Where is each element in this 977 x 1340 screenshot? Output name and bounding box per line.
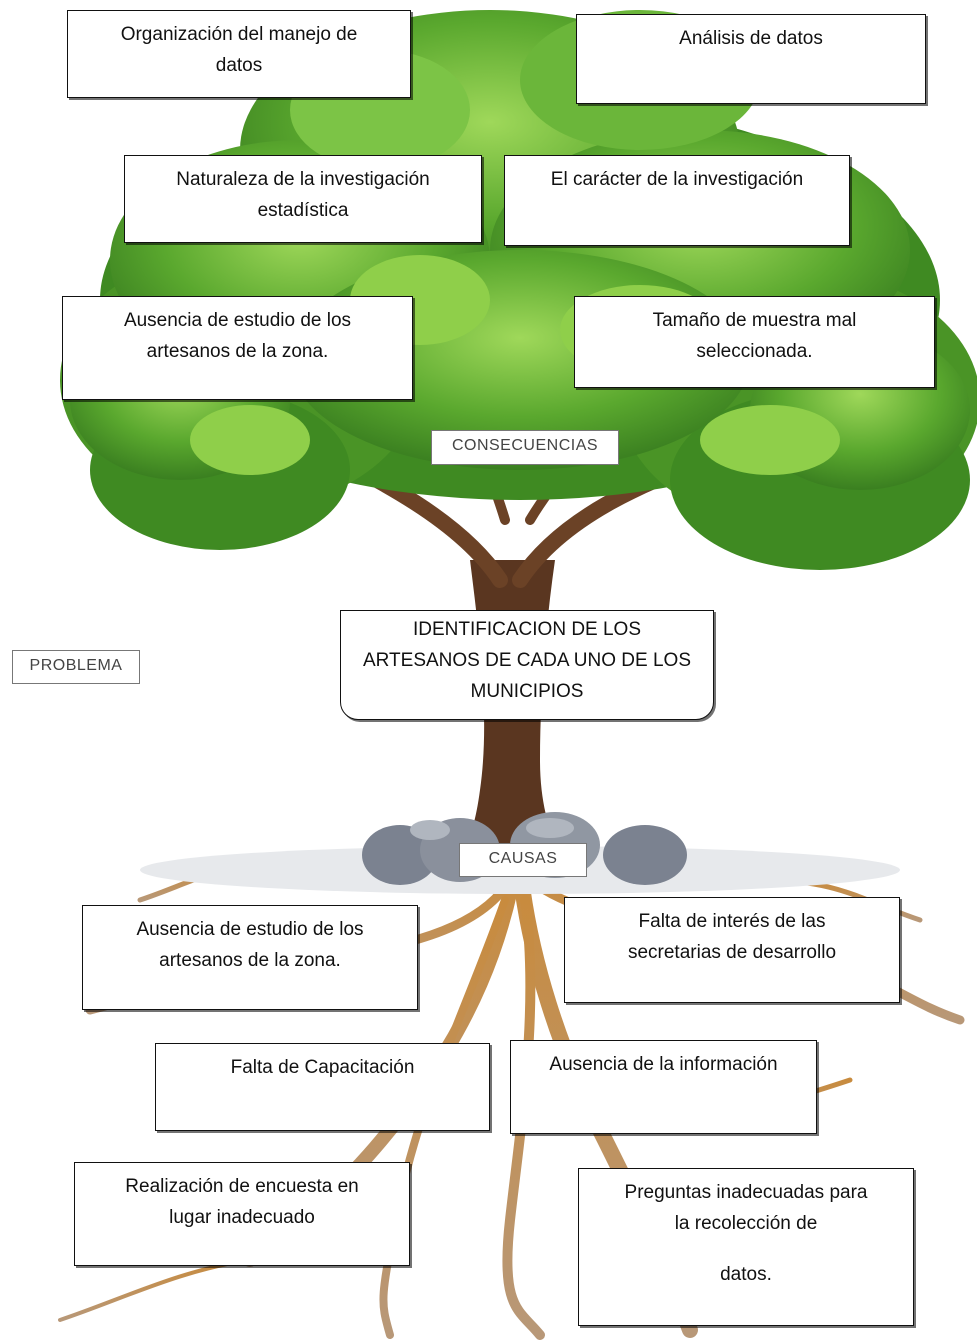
consequence-3-line-1: Naturaleza de la investigación [176, 169, 430, 190]
cause-6-line-2: la recolección de [674, 1213, 818, 1234]
cause-1-line-1: Ausencia de estudio de los [136, 919, 364, 940]
cause-2-line-1: Falta de interés de las [638, 911, 826, 932]
cause-5-line-1: Realización de encuesta en [125, 1176, 359, 1197]
consequence-box-5: Ausencia de estudio de los artesanos de … [62, 296, 413, 400]
problem-label: PROBLEMA [12, 650, 140, 684]
consequence-box-4: El carácter de la investigación [504, 155, 850, 246]
cause-box-5: Realización de encuesta en lugar inadecu… [74, 1162, 410, 1266]
consequence-3-line-2: estadística [257, 200, 349, 221]
cause-box-4: Ausencia de la información [510, 1040, 817, 1134]
consequence-1-line-2: datos [215, 55, 263, 76]
cause-box-3: Falta de Capacitación [155, 1043, 490, 1131]
problem-box: IDENTIFICACION DE LOS ARTESANOS DE CADA … [340, 610, 714, 720]
cause-2-line-2: secretarias de desarrollo [627, 942, 837, 963]
consequence-4-line-1: El carácter de la investigación [550, 169, 804, 190]
cause-box-1: Ausencia de estudio de los artesanos de … [82, 905, 418, 1010]
problem-line-2: ARTESANOS DE CADA UNO DE LOS [362, 650, 691, 671]
cause-box-6: Preguntas inadecuadas para la recolecció… [578, 1168, 914, 1326]
consequence-box-3: Naturaleza de la investigación estadísti… [124, 155, 482, 243]
cause-box-2: Falta de interés de las secretarias de d… [564, 897, 900, 1003]
consequence-box-1: Organización del manejo de datos [67, 10, 411, 98]
consequence-box-2: Análisis de datos [576, 14, 926, 104]
consequences-label: CONSECUENCIAS [431, 430, 619, 465]
consequence-5-line-1: Ausencia de estudio de los [123, 310, 352, 331]
consequence-1-line-1: Organización del manejo de [120, 24, 358, 45]
cause-3-line-1: Falta de Capacitación [230, 1057, 415, 1078]
consequence-box-6: Tamaño de muestra mal seleccionada. [574, 296, 935, 388]
cause-5-line-2: lugar inadecuado [169, 1207, 315, 1228]
cause-6-line-4: datos. [720, 1264, 772, 1285]
causes-label: CAUSAS [459, 843, 587, 877]
problem-line-1: IDENTIFICACION DE LOS [412, 619, 642, 640]
consequence-5-line-2: artesanos de la zona. [146, 341, 329, 362]
consequence-2-line-1: Análisis de datos [679, 28, 823, 49]
consequence-6-line-1: Tamaño de muestra mal [652, 310, 857, 331]
cause-6-line-1: Preguntas inadecuadas para [624, 1182, 868, 1203]
cause-4-line-1: Ausencia de la información [549, 1054, 778, 1075]
cause-1-line-2: artesanos de la zona. [159, 950, 341, 971]
cause-6-line-3 [579, 1239, 913, 1259]
problem-line-3: MUNICIPIOS [470, 681, 584, 702]
consequence-6-line-2: seleccionada. [696, 341, 813, 362]
